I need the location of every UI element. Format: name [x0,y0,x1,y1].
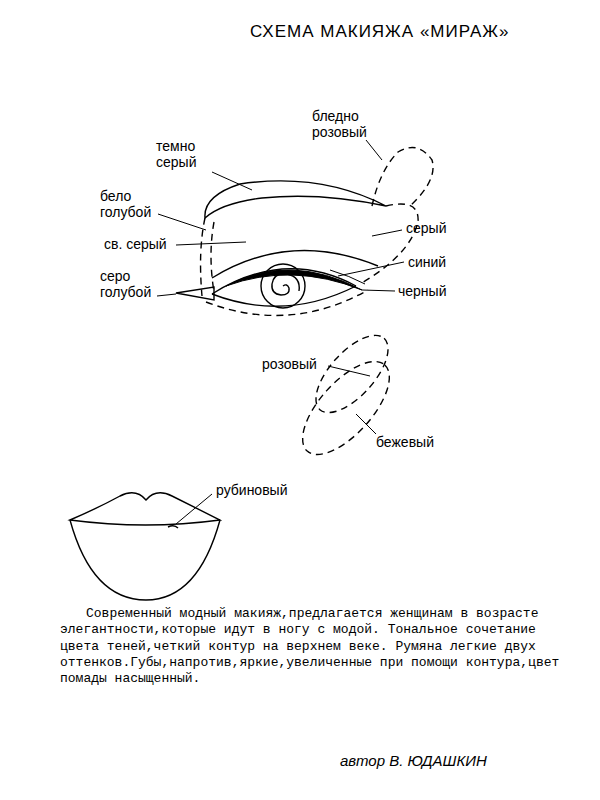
outer-shadow-zone [360,204,418,284]
eye-drawing [70,148,433,601]
lower-lip [70,520,220,600]
leader-line [356,414,376,434]
leader-line [372,230,402,236]
eyeliner [226,270,362,290]
color-label: розовый [262,356,317,372]
leader-lines [157,140,404,524]
color-label: черный [398,283,446,299]
inner-corner-triangle [176,287,214,300]
lip-highlight [168,526,178,528]
leader-line [212,172,252,190]
lower-zone [206,290,368,315]
leader-line [176,242,246,245]
blush-pink [304,324,401,425]
iris [261,264,305,308]
leader-line [328,366,370,376]
eyebrow [205,181,386,218]
color-label: серо голубой [100,268,158,300]
highlight-zone [372,148,433,207]
color-label: рубиновый [216,482,287,498]
title: СХЕМА МАКИЯЖА «МИРАЖ» [250,22,509,42]
color-label: бледно розовый [312,108,378,140]
upper-lip [70,493,220,525]
color-label: св. серый [104,236,167,252]
color-label: серый [406,220,446,236]
blue-line [330,270,365,284]
leader-line [157,294,176,296]
leader-line [338,262,404,276]
color-label: темно серый [156,138,214,170]
lower-lid [212,286,356,306]
leader-line [366,140,382,160]
caption: Современный модный макияж,предлагается ж… [60,606,560,687]
leader-line [176,494,212,524]
leader-line [362,290,395,291]
color-label: бежевый [376,434,434,450]
color-label: бело голубой [100,188,158,220]
pupil-spiral [272,274,299,295]
leader-line [158,214,206,230]
author-line: автор В. ЮДАШКИН [340,752,487,769]
inner-zone [211,222,214,292]
color-label: синий [408,254,446,270]
